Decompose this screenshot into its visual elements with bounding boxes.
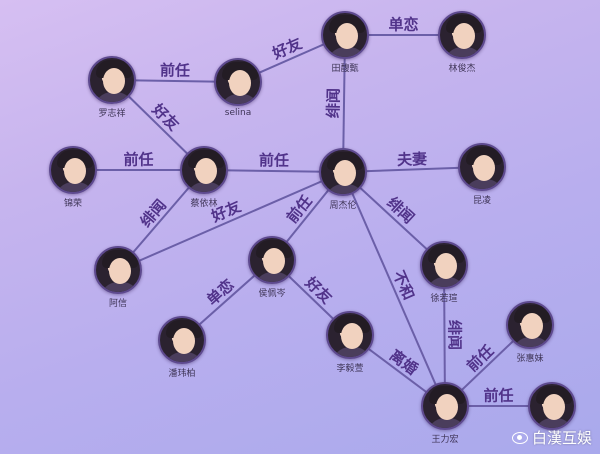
avatar xyxy=(420,241,468,289)
avatar xyxy=(528,382,576,430)
relation-label: 前任 xyxy=(160,61,191,80)
relation-label: 夫妻 xyxy=(396,149,428,169)
person-name: 蔡依林 xyxy=(190,199,218,209)
avatar xyxy=(326,311,374,359)
avatar xyxy=(506,301,554,349)
avatar xyxy=(180,146,228,194)
avatar xyxy=(458,143,506,191)
relation-label: 单恋 xyxy=(388,15,419,34)
relation-label: 绯闻 xyxy=(445,320,465,351)
avatar xyxy=(49,146,97,194)
relation-label: 前任 xyxy=(123,150,154,169)
person-name: selina xyxy=(224,108,252,118)
avatar xyxy=(158,316,206,364)
relation-line-zhou-wang xyxy=(342,171,446,407)
watermark-text: 白漢互娛 xyxy=(531,429,592,447)
avatar xyxy=(319,148,367,196)
person-name: 张惠妹 xyxy=(516,354,544,364)
person-name: 徐若瑄 xyxy=(430,294,458,304)
relation-label: 绯闻 xyxy=(324,88,343,119)
person-name: 锦荣 xyxy=(63,199,82,209)
avatar xyxy=(94,246,142,294)
avatar xyxy=(214,58,262,106)
person-name: 侯佩岑 xyxy=(258,289,286,299)
watermark: 白漢互娛 xyxy=(511,427,592,448)
avatar xyxy=(438,11,486,59)
person-name: 林俊杰 xyxy=(448,64,476,74)
person-name: 潘玮柏 xyxy=(168,369,196,379)
person-name: 周杰伦 xyxy=(329,201,357,211)
avatar xyxy=(88,56,136,104)
person-name: 李毅萱 xyxy=(336,364,364,374)
person-name: 昆凌 xyxy=(472,196,491,206)
avatar xyxy=(248,236,296,284)
person-name: 王力宏 xyxy=(431,435,459,445)
person-name: 田馥甄 xyxy=(331,64,359,74)
relation-line-zhou-a xyxy=(117,171,344,271)
weibo-icon xyxy=(511,431,528,444)
avatar xyxy=(421,382,469,430)
person-name: 罗志祥 xyxy=(98,109,126,119)
relation-label: 前任 xyxy=(483,386,514,405)
person-name: 阿信 xyxy=(108,299,127,309)
relation-label: 前任 xyxy=(258,151,289,170)
avatar xyxy=(321,11,369,59)
